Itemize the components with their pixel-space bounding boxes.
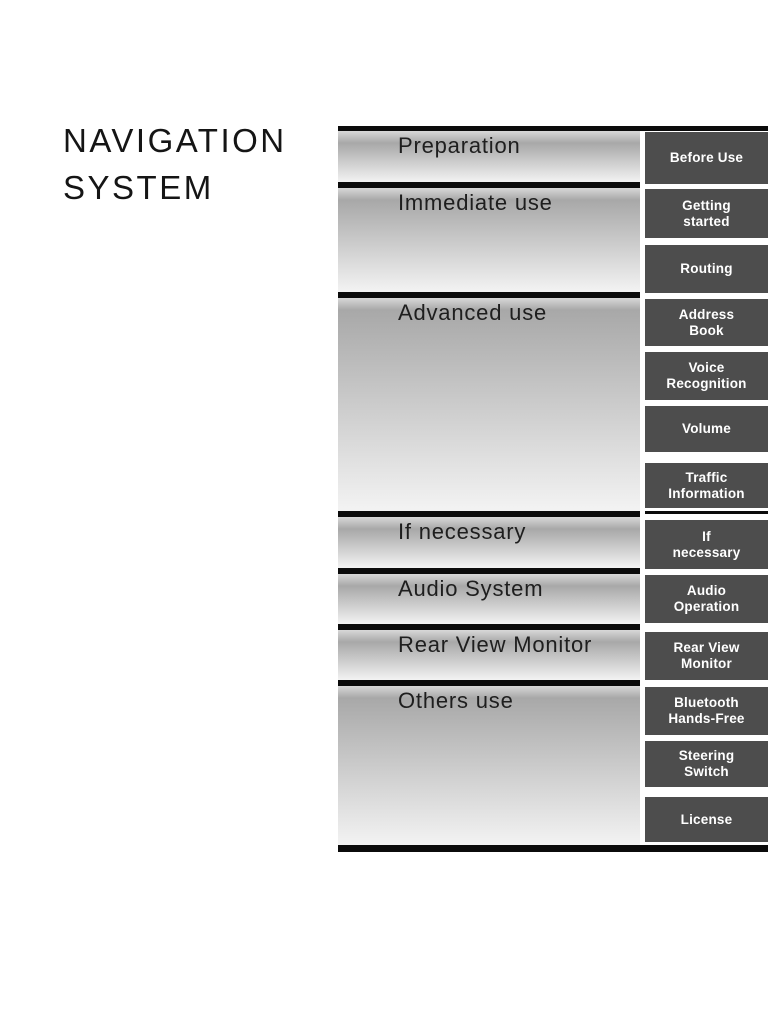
divider (338, 292, 640, 298)
tab-voice-recognition[interactable]: Voice Recognition (645, 352, 768, 400)
tab-if-necessary[interactable]: If necessary (645, 520, 768, 569)
divider (338, 680, 640, 686)
divider-bottom (338, 845, 768, 852)
tab-getting-started[interactable]: Getting started (645, 189, 768, 238)
section-row-audio-system: Audio System (338, 574, 640, 624)
section-label: Rear View Monitor (398, 632, 593, 657)
section-row-preparation: Preparation (338, 131, 640, 182)
page-title: NAVIGATION SYSTEM (63, 122, 287, 206)
tab-bluetooth-hands-free[interactable]: Bluetooth Hands-Free (645, 687, 768, 735)
tab-traffic-information[interactable]: Traffic Information (645, 463, 768, 508)
tab-before-use[interactable]: Before Use (645, 132, 768, 184)
section-row-immediate-use: Immediate use (338, 188, 640, 292)
tab-steering-switch[interactable]: Steering Switch (645, 741, 768, 787)
section-row-if-necessary: If necessary (338, 517, 640, 568)
section-label: Advanced use (398, 300, 548, 325)
divider-extension (645, 511, 768, 514)
divider (338, 182, 640, 188)
divider (338, 624, 640, 630)
tab-routing[interactable]: Routing (645, 245, 768, 293)
tab-license[interactable]: License (645, 797, 768, 842)
section-label: Preparation (398, 133, 521, 158)
section-label: Others use (398, 688, 514, 713)
tab-audio-operation[interactable]: Audio Operation (645, 575, 768, 623)
section-label: Immediate use (398, 190, 553, 215)
tab-volume[interactable]: Volume (645, 406, 768, 452)
divider-top (338, 126, 768, 131)
tab-address-book[interactable]: Address Book (645, 299, 768, 346)
section-row-others-use: Others use (338, 686, 640, 845)
divider (338, 511, 640, 517)
section-label: If necessary (398, 519, 527, 544)
section-row-rear-view-monitor: Rear View Monitor (338, 630, 640, 680)
section-label: Audio System (398, 576, 544, 601)
tab-rear-view-monitor[interactable]: Rear View Monitor (645, 632, 768, 680)
toc-table: Preparation Immediate use Advanced use I… (338, 126, 768, 852)
divider (338, 568, 640, 574)
section-row-advanced-use: Advanced use (338, 298, 640, 511)
